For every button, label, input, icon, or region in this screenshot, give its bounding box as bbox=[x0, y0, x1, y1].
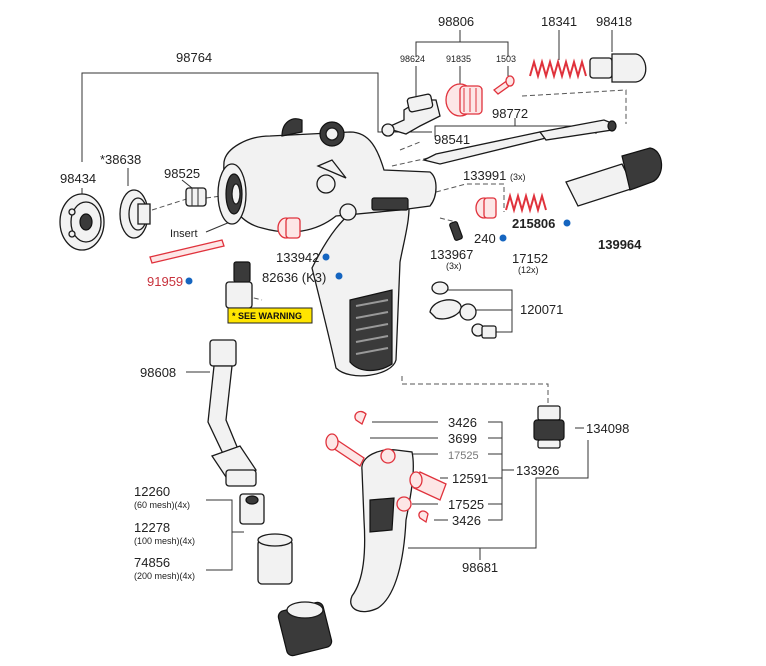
label-74856-mesh: (200 mesh)(4x) bbox=[134, 571, 195, 581]
label-17525-top: 17525 bbox=[448, 450, 479, 462]
dot-240 bbox=[499, 234, 507, 242]
screw-133967 bbox=[449, 221, 463, 241]
see-warning-text: * SEE WARNING bbox=[232, 311, 302, 321]
label-74856: 74856 bbox=[134, 555, 170, 570]
label-insert: Insert bbox=[170, 228, 198, 240]
trigger-98681 bbox=[350, 449, 414, 613]
label-133991-qty: (3x) bbox=[510, 172, 526, 182]
filter-nut bbox=[277, 601, 333, 657]
valve-98624 bbox=[381, 93, 441, 137]
label-98806: 98806 bbox=[438, 14, 474, 29]
spring-215806 bbox=[505, 192, 547, 214]
seal-133942 bbox=[277, 217, 301, 239]
fluid-inlet-fitting bbox=[225, 261, 253, 309]
label-12591: 12591 bbox=[452, 471, 488, 486]
label-133991: 133991 bbox=[463, 168, 506, 183]
seal-133991 bbox=[475, 197, 497, 219]
label-120071: 120071 bbox=[520, 302, 563, 317]
label-134098: 134098 bbox=[586, 421, 629, 436]
label-12260: 12260 bbox=[134, 484, 170, 499]
label-17152: 17152 bbox=[512, 251, 548, 266]
cap-139964 bbox=[565, 147, 663, 207]
label-38638: *38638 bbox=[100, 152, 141, 167]
label-215806: 215806 bbox=[512, 216, 555, 231]
fitting-134098 bbox=[533, 405, 565, 449]
label-133926: 133926 bbox=[516, 463, 559, 478]
label-12278-mesh: (100 mesh)(4x) bbox=[134, 536, 195, 546]
air-cap-98434 bbox=[59, 193, 105, 251]
label-98541: 98541 bbox=[434, 132, 470, 147]
label-3426-top: 3426 bbox=[448, 415, 477, 430]
label-18341: 18341 bbox=[541, 14, 577, 29]
label-98434: 98434 bbox=[60, 171, 96, 186]
leader-lines bbox=[81, 30, 613, 571]
filter-strainer bbox=[239, 493, 265, 525]
needle-98772 bbox=[422, 119, 617, 165]
label-3699: 3699 bbox=[448, 431, 477, 446]
label-12278: 12278 bbox=[134, 520, 170, 535]
spring-18341 bbox=[529, 58, 587, 80]
label-98624: 98624 bbox=[400, 54, 425, 64]
label-133967-qty: (3x) bbox=[446, 261, 462, 271]
fluid-tip-38638 bbox=[119, 189, 151, 239]
label-133942: 133942 bbox=[276, 250, 319, 265]
label-98525: 98525 bbox=[164, 166, 200, 181]
label-1503: 1503 bbox=[496, 54, 516, 64]
dot-91959 bbox=[185, 277, 193, 285]
indicator-dots bbox=[185, 219, 571, 285]
stop-1503 bbox=[492, 75, 515, 95]
dot-82636 bbox=[335, 272, 343, 280]
filter-housing bbox=[257, 533, 293, 585]
label-17152-qty: (12x) bbox=[518, 265, 539, 275]
see-warning-tag: * SEE WARNING bbox=[227, 307, 313, 324]
label-3426-bottom: 3426 bbox=[452, 513, 481, 528]
dot-133942 bbox=[322, 253, 330, 261]
label-98681: 98681 bbox=[462, 560, 498, 575]
gun-body bbox=[217, 118, 437, 377]
clip-set-120071 bbox=[429, 281, 497, 339]
seat-98525 bbox=[185, 187, 207, 207]
label-133967: 133967 bbox=[430, 247, 473, 262]
label-139964: 139964 bbox=[598, 237, 642, 252]
pin-91959 bbox=[149, 239, 225, 264]
label-98772: 98772 bbox=[492, 106, 528, 121]
trigger-pins-133926 bbox=[325, 410, 447, 524]
label-12260-mesh: (60 mesh)(4x) bbox=[134, 500, 190, 510]
label-98608: 98608 bbox=[140, 365, 176, 380]
label-17525-bottom: 17525 bbox=[448, 497, 484, 512]
label-240: 240 bbox=[474, 231, 496, 246]
cap-98418 bbox=[589, 53, 647, 83]
dot-215806 bbox=[563, 219, 571, 227]
label-91835: 91835 bbox=[446, 54, 471, 64]
hose-98608 bbox=[207, 339, 258, 487]
label-82636: 82636 (K3) bbox=[262, 270, 326, 285]
label-98764: 98764 bbox=[176, 50, 212, 65]
part-labels: 98764 98806 98624 91835 1503 18341 98418… bbox=[60, 14, 642, 581]
knob-91835 bbox=[445, 83, 483, 117]
label-91959: 91959 bbox=[147, 274, 183, 289]
label-98418: 98418 bbox=[596, 14, 632, 29]
